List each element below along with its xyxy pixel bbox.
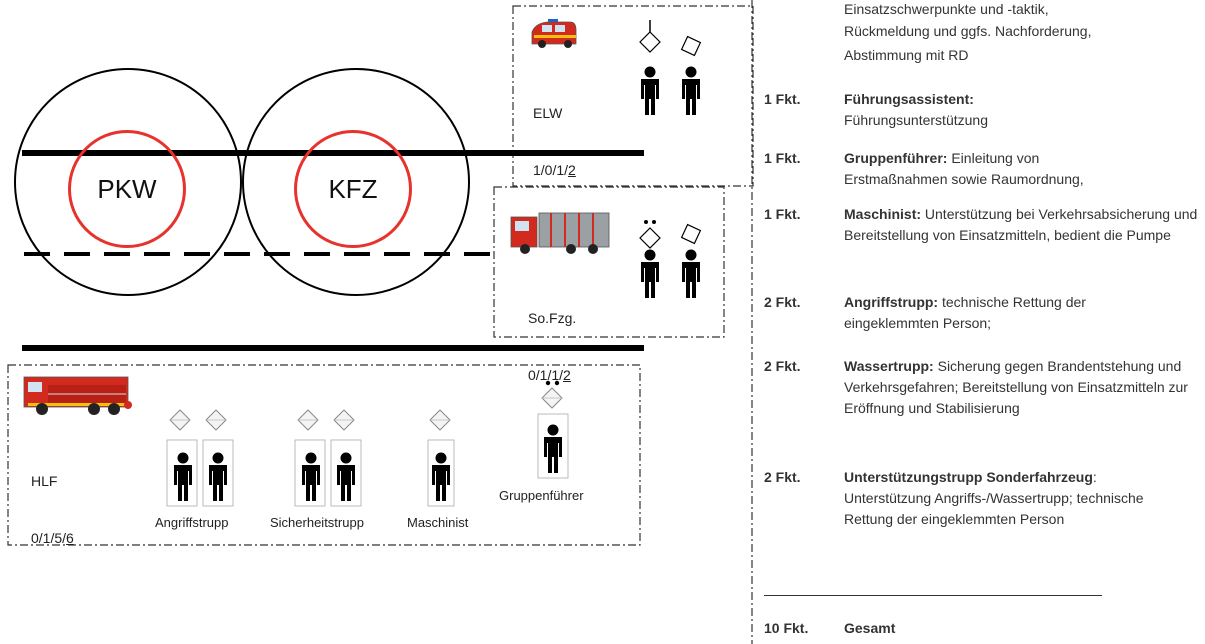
elw-strength-total: 2 xyxy=(568,162,576,178)
row-text: Führungsunterstützung xyxy=(844,112,988,128)
row-role: Führungsassistent: xyxy=(844,91,974,107)
sofzg-truck-icon xyxy=(510,212,610,254)
caption-maschinist: Maschinist xyxy=(407,515,469,530)
sofzg-box xyxy=(493,186,725,338)
hlf-name: HLF xyxy=(31,473,58,489)
caption-sicherheitstrupp: Sicherheitstrupp xyxy=(270,515,364,530)
row-count: 1 Fkt. xyxy=(764,91,801,107)
kfz-label: KFZ xyxy=(328,173,378,204)
row-role: Wassertrupp: xyxy=(844,358,934,374)
pkw-inner-circle: PKW xyxy=(68,130,186,248)
pkw-label: PKW xyxy=(97,173,157,204)
row-role: Maschinist: xyxy=(844,206,922,222)
elw-label: ELW 1/0/1/2 xyxy=(533,66,576,199)
caption-angriffstrupp: Angriffstrupp xyxy=(155,515,229,530)
row-count: 1 Fkt. xyxy=(764,150,801,166)
sofzg-name: So.Fzg. xyxy=(528,310,577,326)
elw-vehicle-icon xyxy=(531,19,577,48)
pkw-outer-circle xyxy=(14,68,242,296)
total-count: 10 Fkt. xyxy=(764,620,809,636)
sofzg-person-2 xyxy=(682,249,700,298)
hlf-strength-total: 6 xyxy=(66,530,74,546)
caption-gruppenfuehrer: Gruppenführer xyxy=(499,488,584,503)
elw-person-1 xyxy=(641,66,659,115)
row-role: Gruppenführer: xyxy=(844,150,948,166)
row-count: 2 Fkt. xyxy=(764,294,801,310)
row-text: Unterstützung bei Verkehrsabsicherung un… xyxy=(844,206,1198,243)
hlf-box xyxy=(7,364,641,546)
sofzg-strength-total: 2 xyxy=(563,367,571,383)
elw-box xyxy=(512,5,754,187)
row-text: Sicherung gegen Brandentstehung und Verk… xyxy=(844,358,1188,416)
row-role: Angriffstrupp: xyxy=(844,294,939,310)
sidebar-intro-line-3: Abstimmung mit RD xyxy=(844,47,969,63)
sofzg-person-1 xyxy=(641,249,659,298)
sidebar-intro-line-2: Rückmeldung und ggfs. Nachforderung, xyxy=(844,23,1092,39)
sidebar-intro-line-1: Einsatzschwerpunkte und -taktik, xyxy=(844,1,1049,17)
row-role: Unterstützungstrupp Sonderfahrzeug xyxy=(844,469,1093,485)
row-count: 2 Fkt. xyxy=(764,358,801,374)
row-text: Unterstützung Angriffs-/Wassertrupp; tec… xyxy=(844,490,1144,527)
kfz-outer-circle xyxy=(242,68,470,296)
sofzg-strength: 0/1/1/ xyxy=(528,367,564,383)
row-text: technische Rettung der eingeklemmten Per… xyxy=(844,294,1086,331)
hlf-truck-icon xyxy=(23,376,132,415)
hlf-crew-sicherheitstrupp xyxy=(294,409,362,507)
hlf-crew-maschinist xyxy=(427,409,455,507)
hlf-crew-angriffstrupp xyxy=(166,409,234,507)
row-count: 1 Fkt. xyxy=(764,206,801,222)
kfz-inner-circle: KFZ xyxy=(294,130,412,248)
total-divider xyxy=(764,595,1102,596)
hlf-strength: 0/1/5/ xyxy=(31,530,67,546)
hlf-crew-gruppenfuehrer xyxy=(537,380,569,479)
elw-strength: 1/0/1/ xyxy=(533,162,569,178)
elw-person-2 xyxy=(682,66,700,115)
total-label: Gesamt xyxy=(844,620,896,636)
row-text: Einleitung von Erstmaßnahmen sowie Raumo… xyxy=(844,150,1084,187)
elw-name: ELW xyxy=(533,105,563,121)
sofzg-label: So.Fzg. 0/1/1/2 xyxy=(528,271,576,404)
hlf-label: HLF 0/1/5/6 xyxy=(31,434,74,567)
road-bottom-line xyxy=(22,345,644,351)
row-count: 2 Fkt. xyxy=(764,469,801,485)
